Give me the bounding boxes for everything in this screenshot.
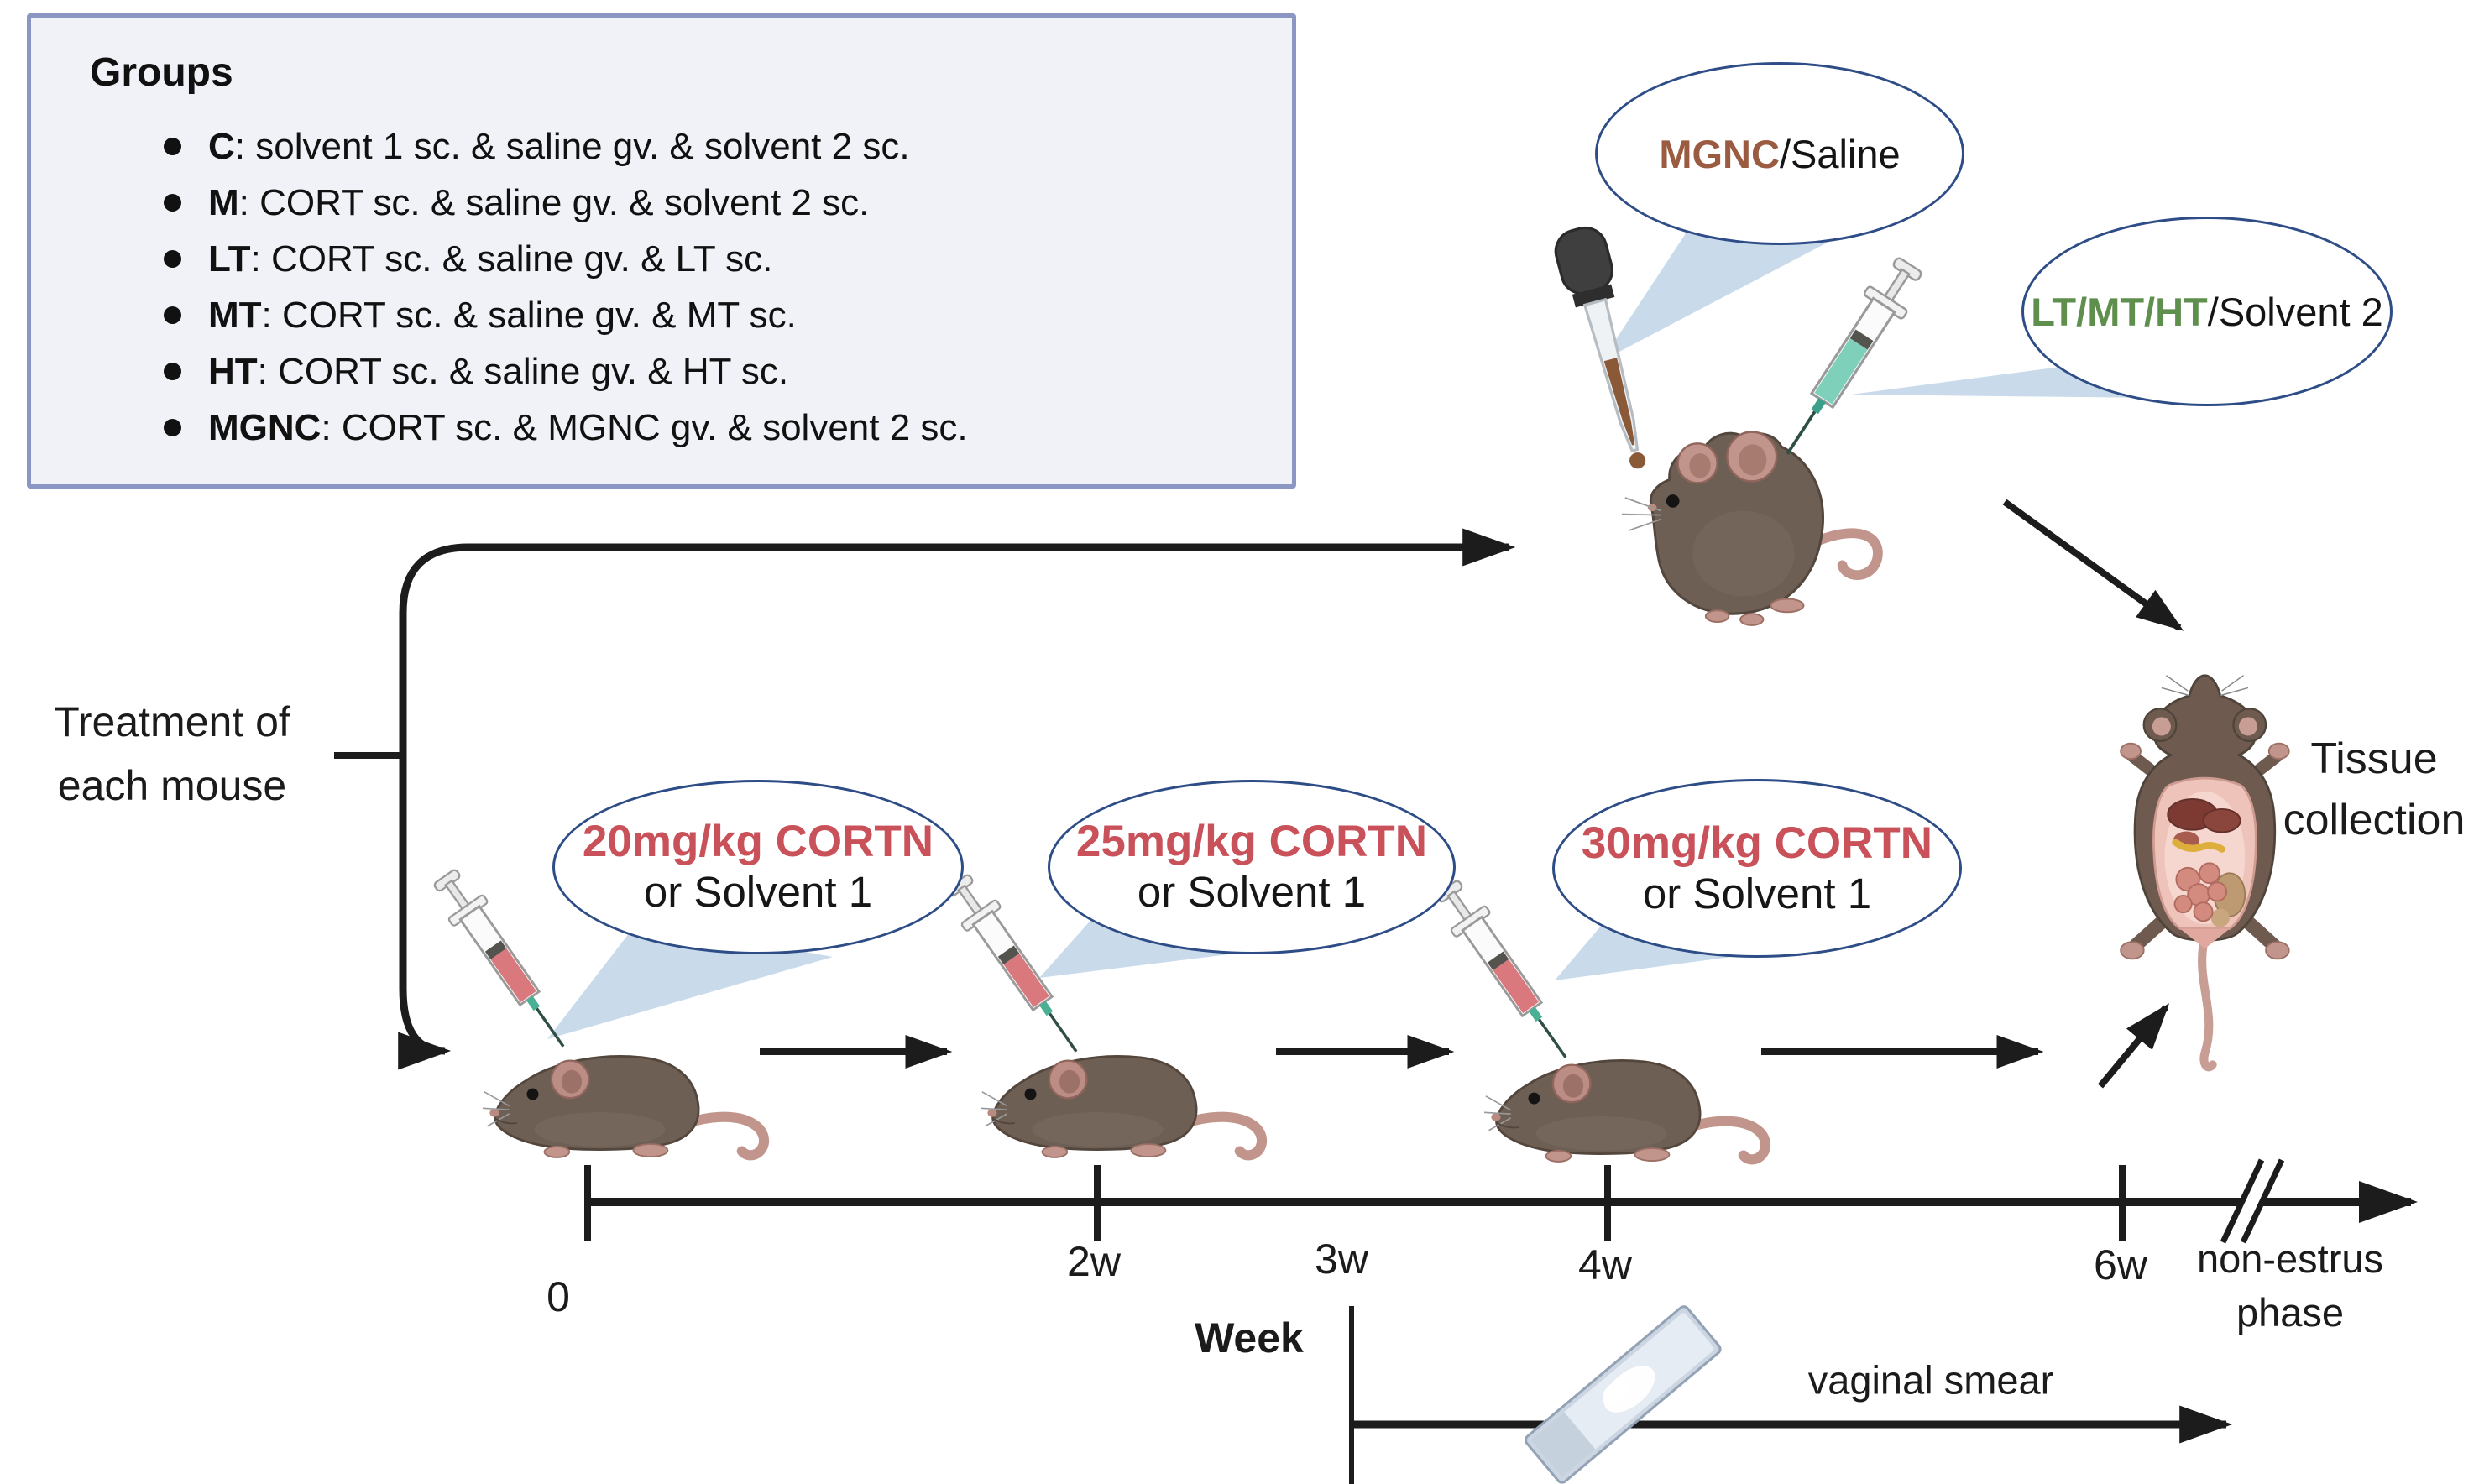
tick-label-2w: 2w [1067, 1238, 1121, 1285]
bullet-icon [164, 306, 181, 324]
sc-bubble-highlight: LT/MT/HT [2031, 289, 2208, 334]
groups-legend-box: Groups C: solvent 1 sc. & saline gv. & s… [27, 13, 1296, 489]
tick-label-4w: 4w [1578, 1241, 1632, 1288]
gavage-bubble-highlight: MGNC [1659, 131, 1780, 176]
mouse-side-icon [1484, 1060, 1765, 1161]
bullet-icon [164, 138, 181, 155]
group-item-ht: HT: CORT sc. & saline gv. & HT sc. [164, 343, 1275, 400]
non-estrus-label: non-estrus phase [2196, 1236, 2384, 1335]
groups-list: C: solvent 1 sc. & saline gv. & solvent … [164, 118, 1275, 456]
group-item-c: C: solvent 1 sc. & saline gv. & solvent … [164, 118, 1275, 175]
group-item-mt: MT: CORT sc. & saline gv. & MT sc. [164, 287, 1275, 343]
treatment-bracket [334, 528, 1516, 1070]
bullet-icon [164, 419, 181, 436]
bullet-icon [164, 250, 181, 268]
mouse-standing-icon [1622, 432, 1878, 625]
groups-title: Groups [90, 50, 233, 95]
bullet-icon [164, 194, 181, 212]
mouse-side-icon [483, 1056, 764, 1157]
microscope-slide-icon [1522, 1303, 1724, 1484]
flow-arrows [760, 499, 2184, 1089]
axis-break-mark [2220, 1158, 2285, 1244]
tissue-collection-label: Tissue collection [2283, 734, 2466, 844]
week-axis [1349, 1306, 2233, 1484]
gavage-bubble: MGNC/Saline [1595, 62, 1964, 245]
tick-label-6w: 6w [2094, 1241, 2147, 1288]
vaginal-smear-label: vaginal smear [1807, 1357, 2054, 1403]
red-syringe-icon [1427, 873, 1585, 1071]
dose-bubble-week2: 25mg/kg CORTN or Solvent 1 [1048, 780, 1456, 954]
treatment-label: Treatment of each mouse [54, 698, 290, 809]
dropper-icon [1549, 222, 1666, 477]
mouse-side-icon [981, 1056, 1262, 1157]
group-item-m: M: CORT sc. & saline gv. & solvent 2 sc. [164, 175, 1275, 231]
sc-bubble-rest: /Solvent 2 [2207, 289, 2383, 334]
week-axis-label: Week [1195, 1314, 1304, 1361]
dose-bubble-week4: 30mg/kg CORTN or Solvent 1 [1552, 779, 1962, 958]
tick-label-0: 0 [547, 1273, 570, 1320]
timeline-axis [584, 1155, 2419, 1246]
group-item-mgnc: MGNC: CORT sc. & MGNC gv. & solvent 2 sc… [164, 400, 1275, 456]
bullet-icon [164, 363, 181, 380]
gavage-bubble-rest: /Saline [1779, 131, 1901, 176]
dissected-mouse-icon [2121, 676, 2289, 1068]
teal-syringe-icon [1766, 250, 1932, 468]
tick-label-3w: 3w [1315, 1236, 1368, 1283]
group-item-lt: LT: CORT sc. & saline gv. & LT sc. [164, 231, 1275, 287]
sc-injection-bubble: LT/MT/HT/Solvent 2 [2021, 217, 2393, 406]
dose-bubble-week0: 20mg/kg CORTN or Solvent 1 [552, 780, 964, 954]
